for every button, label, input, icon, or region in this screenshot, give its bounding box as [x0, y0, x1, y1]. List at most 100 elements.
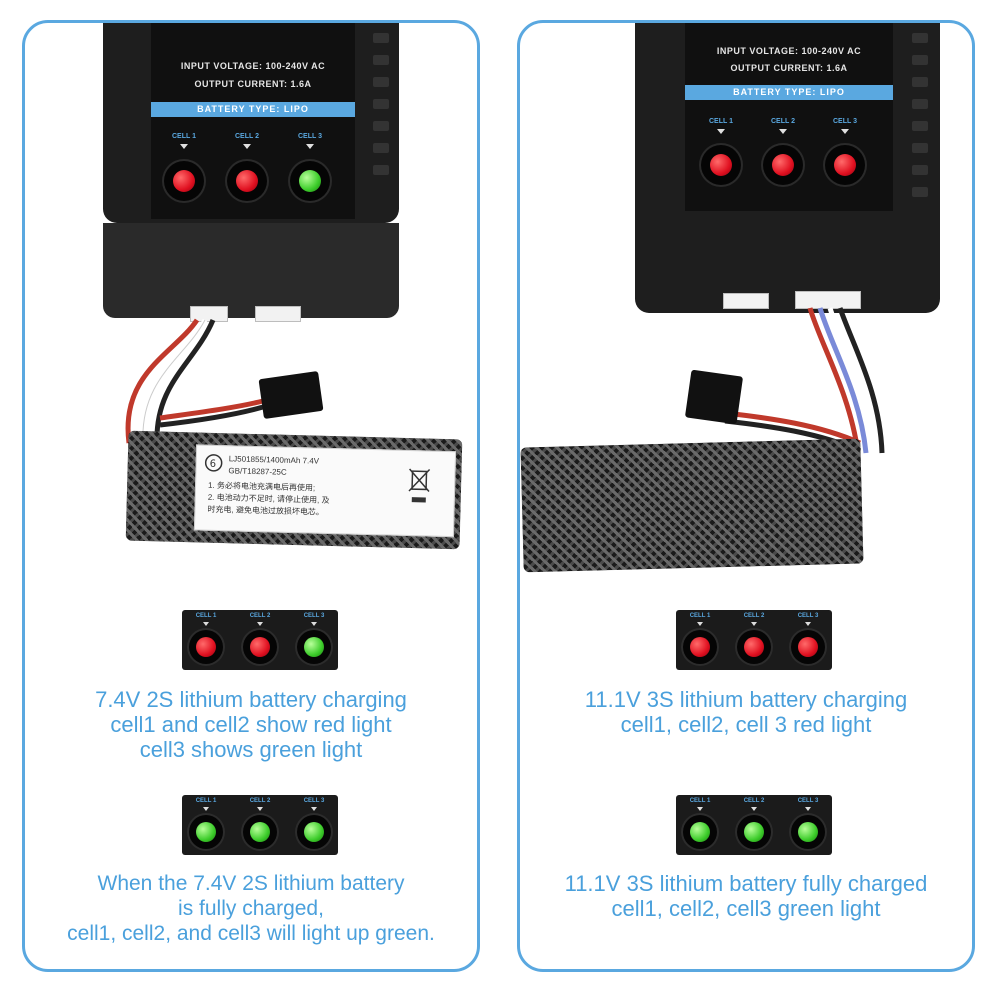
charger-label-plate: INPUT VOLTAGE: 100-240V AC OUTPUT CURREN…: [685, 23, 893, 211]
mini-cell-1-label: CELL 1: [195, 613, 217, 619]
caption-line: 11.1V 3S lithium battery charging: [584, 687, 908, 712]
svg-text:6: 6: [210, 459, 217, 470]
sm-plug-connector: [684, 369, 744, 425]
cell-2-label: CELL 2: [771, 118, 795, 125]
mini-cell-2-light: [250, 822, 270, 842]
cell-3-light: [834, 154, 856, 176]
cell-1-label: CELL 1: [172, 133, 196, 140]
charging-led-indicator: CELL 1 CELL 2 CELL 3: [676, 610, 832, 670]
sm-plug-connector: [258, 371, 324, 419]
caption-line: cell1, cell2, cell3 green light: [611, 896, 881, 921]
cooling-fins: [373, 33, 389, 187]
charger-photo-3s: INPUT VOLTAGE: 100-240V AC OUTPUT CURREN…: [520, 23, 972, 608]
balance-charger: INPUT VOLTAGE: 100-240V AC OUTPUT CURREN…: [635, 23, 940, 313]
battery-standard: GB/T18287-25C: [228, 466, 287, 477]
mini-cell-2-label: CELL 2: [743, 798, 765, 804]
charger-base: [103, 223, 399, 318]
mini-cell-3-label: CELL 3: [797, 798, 819, 804]
charging-caption: 7.4V 2S lithium battery charging cell1 a…: [25, 687, 477, 762]
caption-line: cell1 and cell2 show red light: [110, 712, 392, 737]
mini-cell-2-light: [744, 637, 764, 657]
mini-cell-2-label: CELL 2: [249, 798, 271, 804]
brand-logo-icon: 6: [204, 454, 223, 472]
cell-2-arrow: [779, 129, 787, 134]
mini-cell-3-light: [304, 637, 324, 657]
charged-led-indicator: CELL 1 CELL 2 CELL 3: [182, 795, 338, 855]
mini-cell-2-light: [250, 637, 270, 657]
charged-caption: When the 7.4V 2S lithium battery is full…: [25, 871, 477, 946]
caption-line: When the 7.4V 2S lithium battery: [97, 872, 405, 895]
mini-cell-3-label: CELL 3: [797, 613, 819, 619]
cell-2-led: [763, 145, 803, 185]
panel-3s-battery: INPUT VOLTAGE: 100-240V AC OUTPUT CURREN…: [517, 20, 975, 972]
battery-label: 6 LJ501855/1400mAh 7.4V GB/T18287-25C 1.…: [193, 444, 457, 538]
output-current-text: OUTPUT CURRENT: 1.6A: [194, 79, 312, 89]
cell-3-label: CELL 3: [833, 118, 857, 125]
cell-2-arrow: [243, 144, 251, 149]
mini-cell-3-light: [304, 822, 324, 842]
cell-2-light: [772, 154, 794, 176]
cell-3-led: [290, 161, 330, 201]
cell-1-led: [701, 145, 741, 185]
balance-port-3s: [795, 291, 861, 309]
output-current-text: OUTPUT CURRENT: 1.6A: [730, 63, 848, 73]
cell-3-arrow: [306, 144, 314, 149]
lipo-battery-3s: [520, 438, 864, 573]
cell-3-arrow: [841, 129, 849, 134]
battery-type-bar: BATTERY TYPE: LIPO: [685, 85, 893, 100]
charged-caption: 11.1V 3S lithium battery fully charged c…: [520, 871, 972, 921]
input-voltage-text: INPUT VOLTAGE: 100-240V AC: [716, 46, 862, 56]
battery-wires: [125, 318, 264, 444]
battery-warning-3: 时充电, 避免电池过放损坏电芯。: [207, 504, 324, 517]
cell-3-led: [825, 145, 865, 185]
mini-cell-1-light: [690, 637, 710, 657]
panel-2s-battery: INPUT VOLTAGE: 100-240V AC OUTPUT CURREN…: [22, 20, 480, 972]
balance-charger: INPUT VOLTAGE: 100-240V AC OUTPUT CURREN…: [103, 23, 399, 223]
caption-line: 7.4V 2S lithium battery charging: [95, 687, 407, 712]
lipo-battery-2s: 6 LJ501855/1400mAh 7.4V GB/T18287-25C 1.…: [125, 430, 463, 550]
battery-model: LJ501855/1400mAh 7.4V: [228, 454, 320, 466]
cooling-fins: [912, 33, 928, 209]
mini-cell-3-light: [798, 822, 818, 842]
cell-1-arrow: [717, 129, 725, 134]
input-voltage-text: INPUT VOLTAGE: 100-240V AC: [180, 61, 326, 71]
caption-line: cell3 shows green light: [139, 737, 363, 762]
mini-cell-1-label: CELL 1: [689, 613, 711, 619]
balance-port-2s: [190, 306, 228, 322]
mini-cell-1-label: CELL 1: [689, 798, 711, 804]
cell-1-led: [164, 161, 204, 201]
mini-cell-3-label: CELL 3: [303, 798, 325, 804]
mini-cell-2-label: CELL 2: [743, 613, 765, 619]
caption-line: is fully charged,: [178, 897, 324, 920]
battery-type-bar: BATTERY TYPE: LIPO: [151, 102, 355, 117]
charged-led-indicator: CELL 1 CELL 2 CELL 3: [676, 795, 832, 855]
mini-cell-2-light: [744, 822, 764, 842]
balance-port-2s: [723, 293, 769, 309]
battery-wires: [724, 307, 885, 454]
mini-cell-2-label: CELL 2: [249, 613, 271, 619]
mini-cell-1-light: [690, 822, 710, 842]
caption-line: 11.1V 3S lithium battery fully charged: [564, 871, 928, 896]
cell-2-led: [227, 161, 267, 201]
cell-1-label: CELL 1: [709, 118, 733, 125]
charging-caption: 11.1V 3S lithium battery charging cell1,…: [520, 687, 972, 737]
caption-line: cell1, cell2, cell 3 red light: [620, 712, 872, 737]
mini-cell-3-label: CELL 3: [303, 613, 325, 619]
cell-1-light: [173, 170, 195, 192]
caption-line: cell1, cell2, and cell3 will light up gr…: [67, 922, 435, 945]
cell-1-arrow: [180, 144, 188, 149]
mini-cell-1-light: [196, 637, 216, 657]
mini-cell-3-light: [798, 637, 818, 657]
recycle-bin-icon: [408, 468, 431, 503]
charging-led-indicator: CELL 1 CELL 2 CELL 3: [182, 610, 338, 670]
cell-3-label: CELL 3: [298, 133, 322, 140]
cell-2-label: CELL 2: [235, 133, 259, 140]
cell-2-light: [236, 170, 258, 192]
charger-label-plate: INPUT VOLTAGE: 100-240V AC OUTPUT CURREN…: [151, 23, 355, 219]
mini-cell-1-label: CELL 1: [195, 798, 217, 804]
mini-cell-1-light: [196, 822, 216, 842]
cell-1-light: [710, 154, 732, 176]
charger-photo-2s: INPUT VOLTAGE: 100-240V AC OUTPUT CURREN…: [25, 23, 477, 608]
balance-port-3s: [255, 306, 301, 322]
cell-3-light: [299, 170, 321, 192]
